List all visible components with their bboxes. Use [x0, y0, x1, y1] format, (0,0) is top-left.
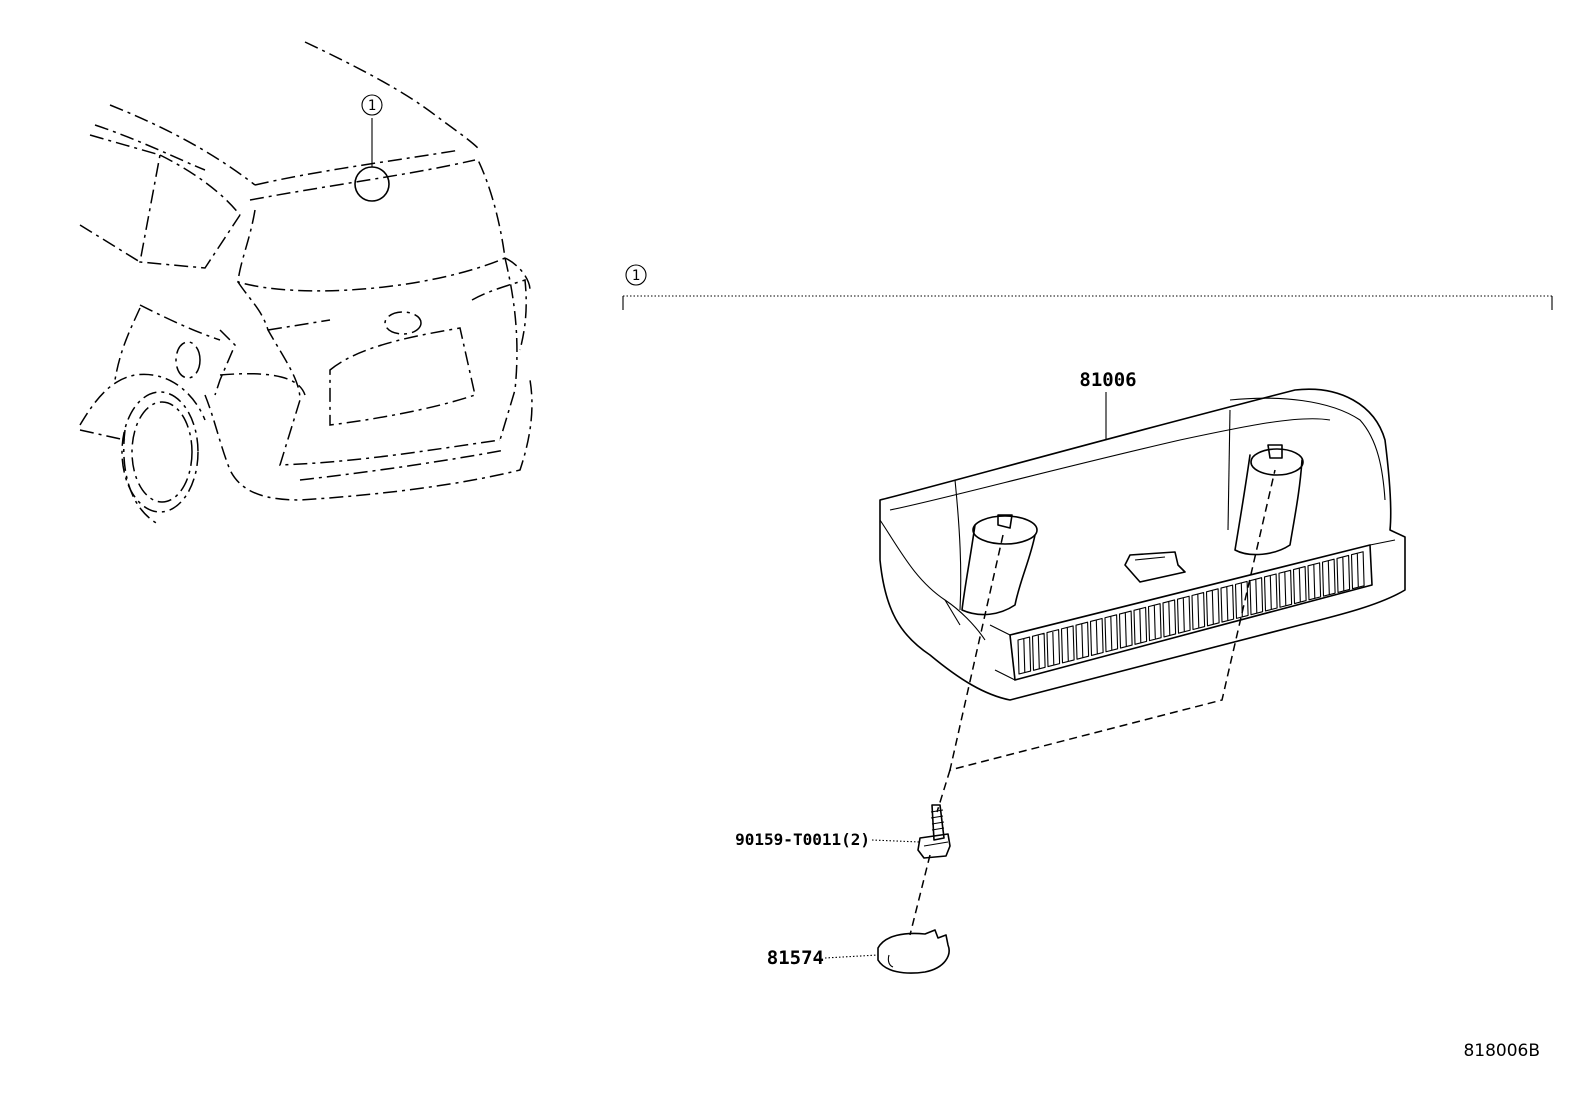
led-cell: [1205, 588, 1220, 627]
install-line-screw: [936, 769, 951, 813]
led-cell: [1118, 610, 1133, 649]
install-line-lamp: [948, 469, 1276, 772]
led-cell: [1321, 558, 1336, 597]
led-cell: [1075, 621, 1090, 660]
led-cell: [1133, 606, 1148, 645]
led-cell: [1147, 603, 1162, 642]
leader-cover: [824, 954, 879, 959]
lamp-led-cells: [1017, 551, 1365, 675]
high-mount-stop-lamp-drawing: [879, 388, 1406, 701]
assembly-bracket: [622, 264, 1553, 310]
install-line-cover: [909, 854, 931, 936]
leader-screw: [871, 839, 921, 843]
callout-car-marker: 1: [368, 98, 376, 114]
led-cell: [1220, 584, 1235, 623]
led-cell: [1292, 566, 1307, 605]
led-cell: [1046, 629, 1061, 668]
vehicle-rear-view: [79, 41, 533, 526]
led-cell: [1350, 551, 1365, 590]
led-cell: [1307, 562, 1322, 601]
led-cell: [1278, 569, 1293, 608]
cover-drawing: [877, 929, 950, 974]
led-cell: [1249, 577, 1264, 616]
led-cell: [1191, 591, 1206, 631]
led-cell: [1031, 632, 1046, 671]
led-cell: [1089, 617, 1104, 657]
led-cell: [1162, 599, 1177, 638]
led-cell: [1017, 636, 1032, 675]
callout-bracket-marker: 1: [632, 268, 640, 284]
led-cell: [1336, 554, 1351, 593]
led-cell: [1060, 625, 1075, 664]
part-number-screw: 90159-T0011(2): [735, 830, 870, 849]
screw-drawing: [917, 804, 951, 859]
part-number-lamp-assembly: 81006: [1079, 369, 1136, 391]
led-cell: [1176, 595, 1191, 634]
figure-reference: 818006B: [1463, 1041, 1540, 1061]
led-cell: [1263, 573, 1278, 612]
led-cell: [1104, 614, 1119, 653]
part-number-cover: 81574: [767, 947, 824, 969]
